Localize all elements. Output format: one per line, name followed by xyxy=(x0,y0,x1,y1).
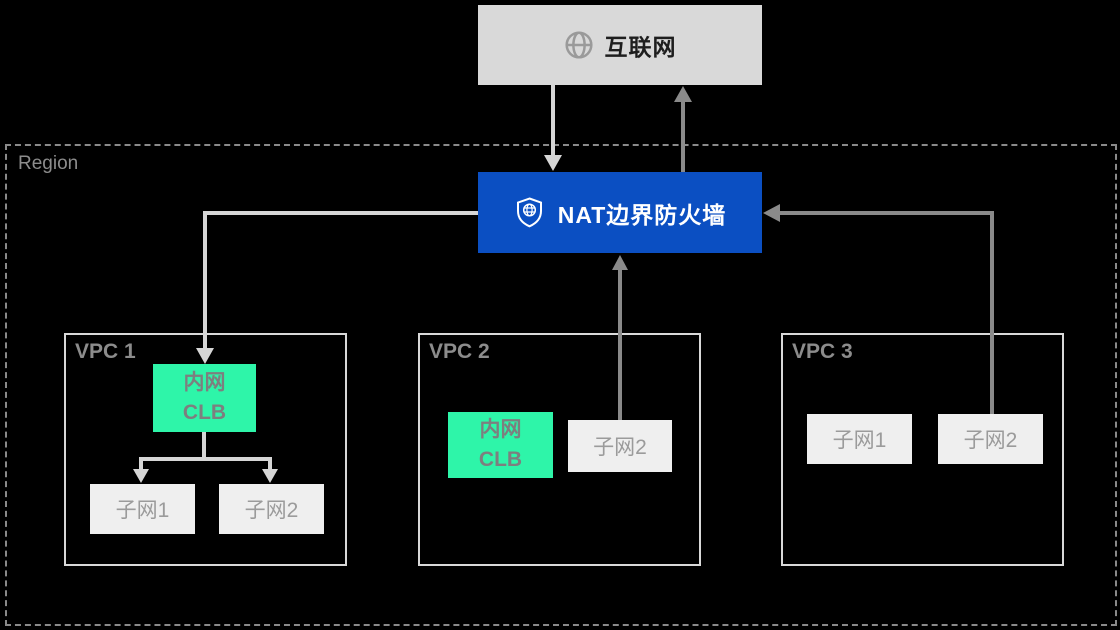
subnet-label: 子网1 xyxy=(832,429,887,452)
vpc-1-clb-box: 内网 CLB xyxy=(153,364,256,432)
vpc-1-subnet-2-box: 子网2 xyxy=(219,484,324,534)
vpc-3-box: VPC 3 子网1 子网2 xyxy=(781,333,1064,566)
vpc-2-label: VPC 2 xyxy=(429,340,490,363)
nat-firewall-box: NAT边界防火墙 xyxy=(478,172,762,253)
clb-label-line1: 内网 xyxy=(183,371,226,394)
clb-label-line2: CLB xyxy=(182,401,227,424)
vpc-1-box: VPC 1 内网 CLB 子网1 子网2 xyxy=(64,333,347,566)
vpc-2-clb-box: 内网 CLB xyxy=(448,412,553,478)
vpc-1-label: VPC 1 xyxy=(75,340,136,363)
internet-label: 互联网 xyxy=(604,34,677,60)
vpc-2-subnet-2-box: 子网2 xyxy=(568,420,672,472)
vpc-3-label: VPC 3 xyxy=(792,340,853,363)
region-container: Region xyxy=(5,144,1117,626)
nat-firewall-label: NAT边界防火墙 xyxy=(557,201,727,228)
internet-box: 互联网 xyxy=(478,5,762,85)
subnet-label: 子网2 xyxy=(244,499,299,522)
vpc-3-subnet-2-box: 子网2 xyxy=(938,414,1043,464)
subnet-label: 子网1 xyxy=(115,499,170,522)
clb-label-line2: CLB xyxy=(478,448,523,471)
globe-icon xyxy=(564,30,594,60)
clb-label-line1: 内网 xyxy=(479,418,522,441)
subnet-label: 子网2 xyxy=(593,436,647,459)
shield-globe-icon xyxy=(514,196,545,229)
subnet-label: 子网2 xyxy=(963,429,1018,452)
vpc-1-subnet-1-box: 子网1 xyxy=(90,484,195,534)
vpc-3-subnet-1-box: 子网1 xyxy=(807,414,912,464)
vpc-2-box: VPC 2 内网 CLB 子网2 xyxy=(418,333,701,566)
region-label: Region xyxy=(18,153,79,174)
